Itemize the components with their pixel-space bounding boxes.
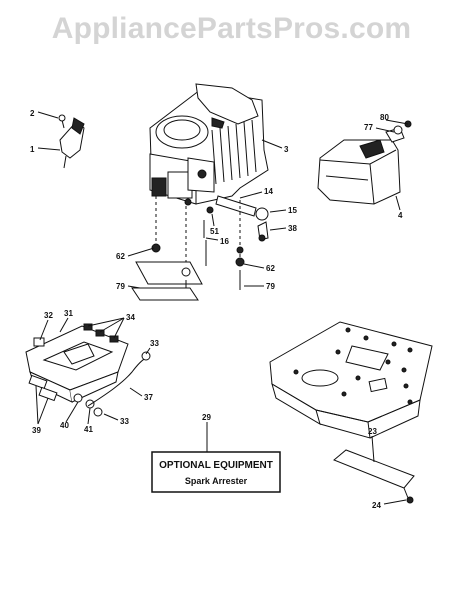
callout-79-right: 79 <box>266 282 275 291</box>
leader-line <box>127 247 155 257</box>
callout-33-bottom: 33 <box>120 417 129 426</box>
callout-3: 3 <box>284 145 289 154</box>
leader-line <box>37 111 59 119</box>
chassis-plate-part <box>269 321 433 439</box>
leader-line <box>145 347 151 355</box>
leader-line <box>129 387 143 397</box>
watermark-text: AppliancePartsPros.com <box>51 12 412 45</box>
leader-line <box>395 195 401 211</box>
muffler-part <box>317 120 412 205</box>
throttle-control-part <box>58 114 85 169</box>
leader-line <box>37 397 49 425</box>
leader-line <box>87 407 91 425</box>
callout-14: 14 <box>264 187 273 196</box>
callout-79-left: 79 <box>116 282 125 291</box>
callout-1: 1 <box>30 145 35 154</box>
leader-line <box>37 147 61 151</box>
callout-34: 34 <box>126 313 135 322</box>
callout-77: 77 <box>364 123 373 132</box>
callout-40: 40 <box>60 421 69 430</box>
callout-33-top: 33 <box>150 339 159 348</box>
leader-line <box>211 213 215 227</box>
leader-line <box>269 227 287 231</box>
fuel-line-part <box>87 351 151 417</box>
leader-line <box>99 317 125 333</box>
leader-line <box>39 319 49 341</box>
leader-line <box>261 139 283 149</box>
leader-line <box>383 499 407 505</box>
leader-line <box>269 209 287 213</box>
exhaust-pipe-part <box>203 195 269 242</box>
leader-line <box>243 263 265 269</box>
callout-39: 39 <box>32 426 41 435</box>
leader-line <box>205 237 219 241</box>
leader-line <box>103 413 119 421</box>
callout-31: 31 <box>64 309 73 318</box>
leader-line <box>65 401 79 423</box>
callout-32: 32 <box>44 311 53 320</box>
callout-80: 80 <box>380 113 389 122</box>
leader-line <box>127 285 141 289</box>
callout-51: 51 <box>210 227 219 236</box>
mounting-hardware <box>131 240 245 301</box>
callout-62-left: 62 <box>116 252 125 261</box>
callout-38: 38 <box>288 224 297 233</box>
leader-line <box>35 385 39 425</box>
leader-line <box>113 317 125 339</box>
leader-line <box>87 317 125 327</box>
callout-29: 29 <box>202 413 211 422</box>
callout-41: 41 <box>84 425 93 434</box>
shield-plate-part <box>333 449 415 504</box>
leader-line <box>239 191 263 199</box>
optional-equipment-title: OPTIONAL EQUIPMENT <box>159 460 273 471</box>
callout-62-right: 62 <box>266 264 275 273</box>
engine-part <box>149 83 269 206</box>
optional-equipment-box <box>151 451 281 493</box>
leader-line <box>375 127 395 133</box>
leader-line <box>59 317 69 333</box>
callout-4: 4 <box>398 211 403 220</box>
leader-line <box>385 119 409 125</box>
callout-37: 37 <box>144 393 153 402</box>
spark-arrester-label: Spark Arrester <box>185 476 248 486</box>
callout-24: 24 <box>372 501 381 510</box>
heat-shield-part <box>25 323 129 409</box>
callout-16: 16 <box>220 237 229 246</box>
callout-15: 15 <box>288 206 297 215</box>
leader-line <box>371 435 375 463</box>
callout-2: 2 <box>30 109 35 118</box>
callout-23: 23 <box>368 427 377 436</box>
